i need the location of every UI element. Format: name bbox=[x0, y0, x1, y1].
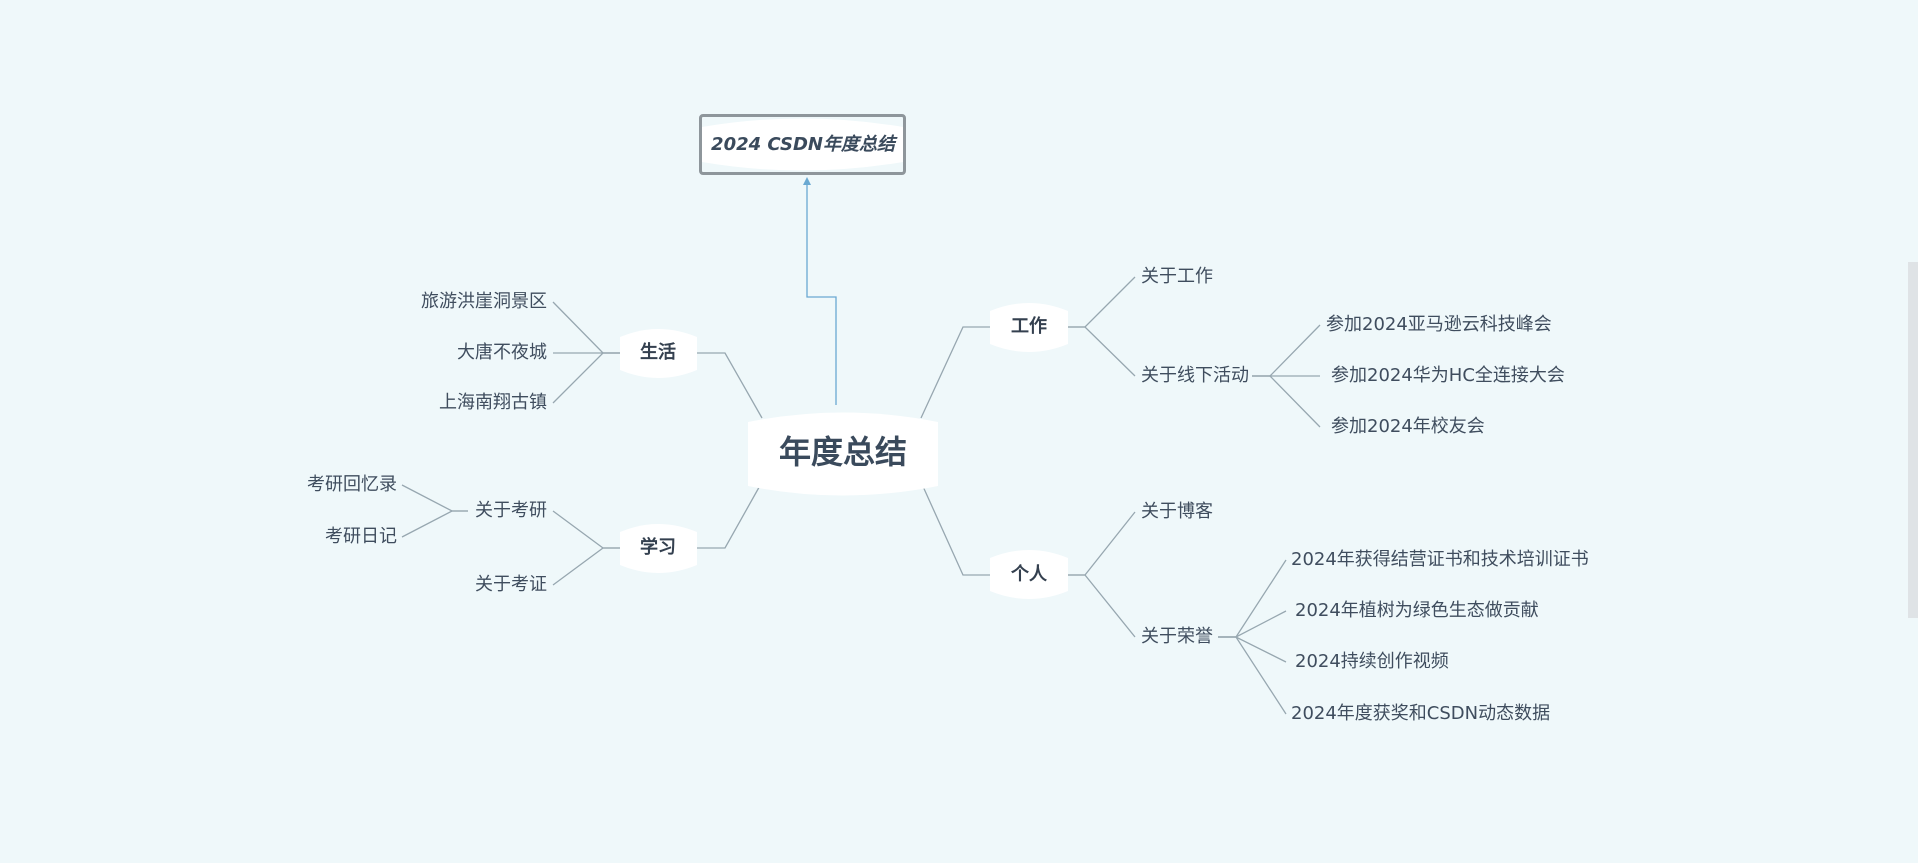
subtopic-about-blog[interactable]: 关于博客 bbox=[1141, 501, 1213, 522]
branch-work-shape[interactable] bbox=[990, 303, 1068, 352]
leaf-awards-csdn[interactable]: 2024年度获奖和CSDN动态数据 bbox=[1291, 703, 1551, 724]
central-topic-label: 年度总结 bbox=[778, 433, 908, 471]
branch-work-label: 工作 bbox=[1011, 316, 1047, 337]
branch-life-label: 生活 bbox=[640, 342, 676, 363]
connector-honor-video bbox=[1218, 636, 1287, 663]
connector-kaoyan-diary bbox=[401, 510, 468, 538]
connector-personal-blog bbox=[1068, 511, 1136, 576]
subtopic-offline-activities[interactable]: 关于线下活动 bbox=[1141, 365, 1249, 386]
vertical-scrollbar[interactable] bbox=[1908, 262, 1918, 618]
connector-center-life bbox=[697, 352, 763, 419]
leaf-certificates[interactable]: 2024年获得结营证书和技术培训证书 bbox=[1291, 549, 1589, 570]
connector-study-kaozheng bbox=[552, 547, 620, 586]
connector-offline-alumni bbox=[1252, 375, 1321, 428]
subtopic-about-honor[interactable]: 关于荣誉 bbox=[1141, 626, 1213, 647]
branch-study-shape[interactable] bbox=[620, 524, 697, 573]
subtopic-hongyadong[interactable]: 旅游洪崖洞景区 bbox=[421, 291, 547, 312]
leaf-kaoyan-diary[interactable]: 考研日记 bbox=[325, 526, 397, 547]
connector-offline-aws bbox=[1252, 324, 1321, 377]
subtopic-about-kaoyan[interactable]: 关于考研 bbox=[475, 500, 547, 521]
leaf-huawei-hc[interactable]: 参加2024华为HC全连接大会 bbox=[1331, 365, 1565, 386]
floating-topic-arrow bbox=[803, 177, 837, 405]
connector-life-nanxiang bbox=[552, 352, 620, 404]
leaf-alumni-meeting[interactable]: 参加2024年校友会 bbox=[1331, 416, 1485, 437]
subtopic-about-kaozheng[interactable]: 关于考证 bbox=[475, 574, 547, 595]
branch-study-label: 学习 bbox=[640, 537, 676, 558]
branch-personal-label: 个人 bbox=[1011, 564, 1047, 585]
subtopic-about-work[interactable]: 关于工作 bbox=[1141, 266, 1213, 287]
connector-honor-award bbox=[1218, 636, 1287, 715]
floating-topic-label: 2024 CSDN年度总结 bbox=[711, 134, 895, 155]
connector-center-personal bbox=[920, 481, 990, 576]
connector-honor-tree bbox=[1218, 610, 1287, 638]
leaf-aws-summit[interactable]: 参加2024亚马逊云科技峰会 bbox=[1326, 314, 1552, 335]
leaf-video-creation[interactable]: 2024持续创作视频 bbox=[1295, 651, 1449, 672]
connector-life-hongyadong bbox=[552, 301, 620, 354]
connector-study-kaoyan bbox=[552, 510, 620, 549]
floating-topic-inner-shape bbox=[702, 118, 903, 171]
branch-life-shape[interactable] bbox=[620, 329, 697, 378]
connector-center-work bbox=[920, 326, 990, 419]
connector-personal-honor bbox=[1068, 574, 1136, 638]
connector-center-study bbox=[697, 481, 763, 549]
connector-kaoyan-memoir bbox=[401, 484, 468, 512]
branch-personal-shape[interactable] bbox=[990, 550, 1068, 599]
subtopic-nanxiang[interactable]: 上海南翔古镇 bbox=[439, 392, 547, 413]
connector-honor-cert bbox=[1218, 559, 1287, 638]
leaf-tree-planting[interactable]: 2024年植树为绿色生态做贡献 bbox=[1295, 600, 1539, 621]
central-topic-shape[interactable] bbox=[748, 412, 938, 496]
connector-work-about-work bbox=[1068, 276, 1136, 328]
leaf-kaoyan-memoir[interactable]: 考研回忆录 bbox=[307, 474, 397, 495]
connector-work-offline bbox=[1068, 326, 1136, 377]
subtopic-datang[interactable]: 大唐不夜城 bbox=[457, 342, 547, 363]
